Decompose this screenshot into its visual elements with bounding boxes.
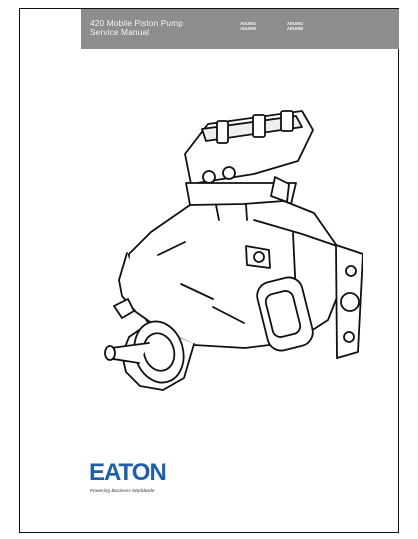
model-codes-left: ADU061 ADU069 — [240, 21, 257, 32]
document-page: 420 Mobile Piston Pump Service Manual AD… — [19, 8, 399, 533]
page-title: 420 Mobile Piston Pump Service Manual — [90, 18, 183, 37]
eaton-logo: EATON Powering Business Worldwide — [89, 460, 189, 506]
pump-illustration — [93, 101, 363, 393]
brand-tagline: Powering Business Worldwide — [90, 489, 155, 494]
model-codes-right: ADU062 ADU080 — [287, 21, 304, 32]
logo-mark: EATON — [89, 458, 167, 486]
pump-drawing — [104, 110, 363, 391]
logo-text: EATON — [89, 458, 167, 486]
header-band: 420 Mobile Piston Pump Service Manual AD… — [81, 9, 399, 49]
